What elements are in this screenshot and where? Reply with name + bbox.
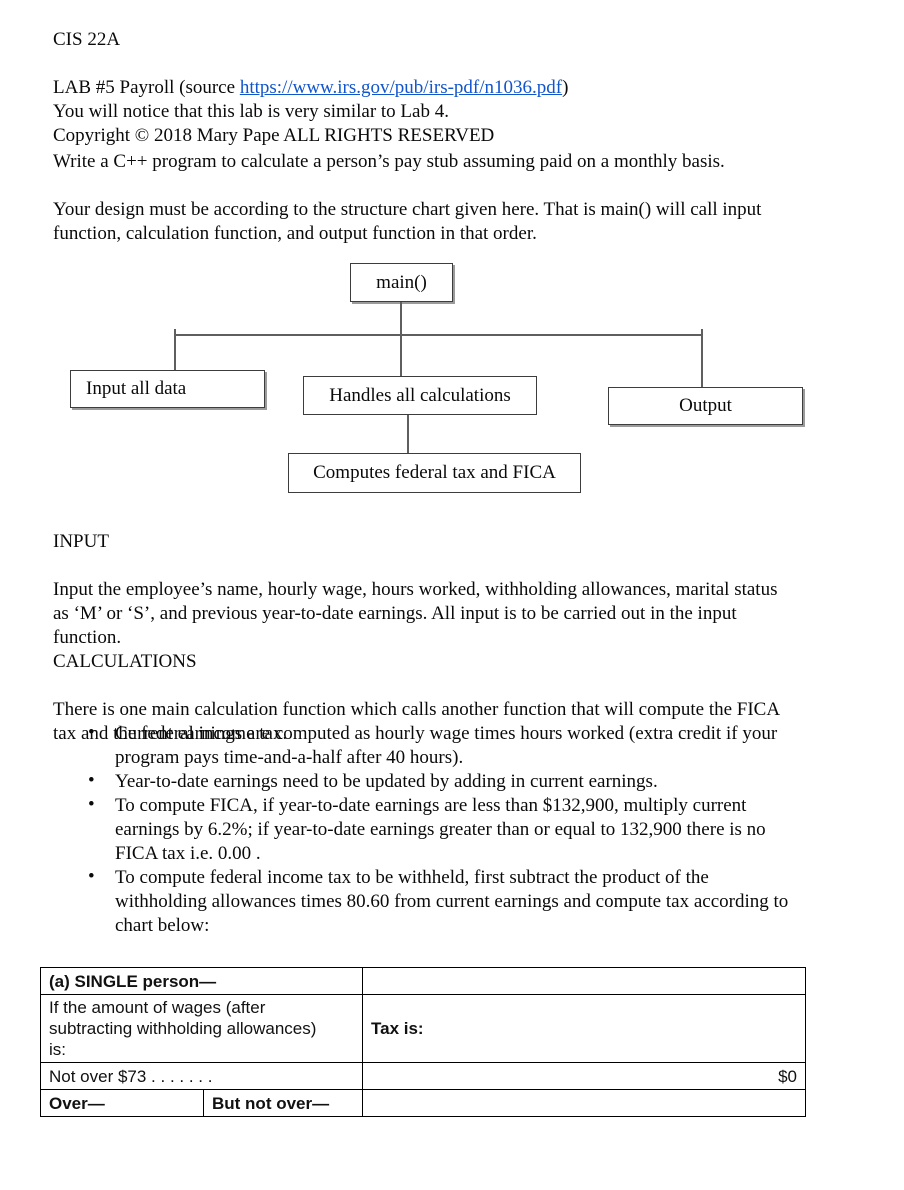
node-fica: Computes federal tax and FICA [288,453,581,493]
table-row: Not over $73 . . . . . . . $0 [40,1062,806,1090]
bullet-text: Current earnings are computed as hourly … [115,723,778,768]
connector-right-vertical [701,329,703,387]
node-calculations-label: Handles all calculations [329,384,511,406]
paragraph-notice: You will notice that this lab is very si… [53,101,449,122]
calculations-body: There is one main calculation function w… [53,699,781,744]
course-title: CIS 22A [53,29,121,50]
wages-label-cell: If the amount of wages (after subtractin… [40,994,363,1063]
not-over-label-cell: Not over $73 . . . . . . . [40,1062,363,1090]
copyright-line: Copyright © 2018 Mary Pape ALL RIGHTS RE… [53,125,495,146]
bullet-text: To compute federal income tax to be with… [115,867,789,936]
table-row: (a) SINGLE person— [40,967,806,995]
structure-chart: main() Input all data Handles all calcul… [0,258,904,498]
input-section: INPUT Input the employee’s name, hourly … [53,506,875,674]
over-header-cell: Over— [40,1089,204,1117]
node-output-label: Output [679,395,732,416]
input-heading: INPUT [53,531,109,552]
paragraph-design: Your design must be according to the str… [53,199,762,244]
node-fica-label: Computes federal tax and FICA [313,462,556,483]
bullet-text: Year-to-date earnings need to be updated… [115,771,658,792]
table-row: If the amount of wages (after subtractin… [40,994,806,1063]
irs-source-link[interactable]: https://www.irs.gov/pub/irs-pdf/n1036.pd… [239,77,563,98]
lab-title-prefix: LAB #5 Payroll (source [53,77,240,98]
connector-calculations-fica [407,415,409,453]
node-calculations: Handles all calculations [303,376,537,415]
bullet-item-federal-tax: • To compute federal income tax to be wit… [53,866,875,938]
paragraph-task: Write a C++ program to calculate a perso… [53,151,725,172]
bullet-icon: • [88,794,95,815]
lab-title-line: LAB #5 Payroll (source https://www.irs.g… [53,76,875,100]
empty-cell [362,1089,806,1117]
table-row: Over— But not over— [40,1089,806,1117]
node-main-label: main() [376,271,427,293]
not-over-value-cell: $0 [362,1062,806,1090]
bullet-item-current-earnings: • Current earnings are computed as hourly… [53,722,875,770]
calculations-section: CALCULATIONS There is one main calculati… [53,626,875,770]
document-header: CIS 22A LAB #5 Payroll (source https://w… [53,4,875,172]
input-body: Input the employee’s name, hourly wage, … [53,579,778,648]
connector-main-vertical [400,302,402,376]
tax-is-cell: Tax is: [362,994,806,1063]
connector-left-vertical [174,329,176,370]
node-main: main() [350,263,453,302]
node-input: Input all data [70,370,265,408]
node-output: Output [608,387,803,425]
connector-horizontal [175,334,703,336]
bullet-icon: • [88,866,95,887]
bullet-text: To compute FICA, if year-to-date earning… [115,795,766,864]
bullet-item-ytd-earnings: • Year-to-date earnings need to be update… [53,770,875,794]
calculations-bullet-list: • Current earnings are computed as hourly… [53,722,875,938]
node-input-label: Input all data [86,378,187,399]
lab-title-suffix: ) [562,77,569,98]
bullet-icon: • [88,770,95,791]
single-person-header-cell: (a) SINGLE person— [40,967,363,995]
empty-cell [362,967,806,995]
bullet-item-fica: • To compute FICA, if year-to-date earnin… [53,794,875,866]
tax-table: (a) SINGLE person— If the amount of wage… [40,967,806,1117]
calculations-heading: CALCULATIONS [53,651,197,672]
but-not-over-header-cell: But not over— [203,1089,363,1117]
bullet-icon: • [88,722,95,743]
